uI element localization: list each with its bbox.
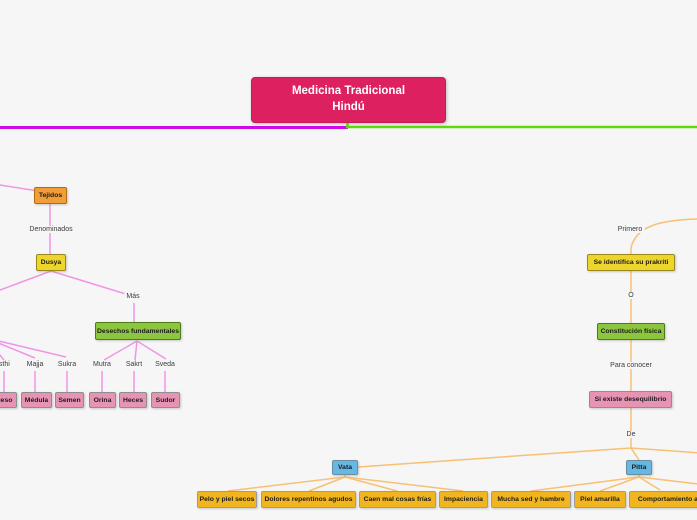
edge-label-denominados[interactable]: Denominados — [27, 226, 75, 233]
node-constitucion-fisica[interactable]: Constitución física — [597, 323, 665, 340]
node-comportamiento-agresivo[interactable]: Comportamiento agresivo — [629, 491, 697, 508]
edge-label-mas[interactable]: Más — [124, 293, 142, 300]
term-label-sakrt[interactable]: Sakrt — [123, 361, 145, 368]
term-label-sukra[interactable]: Sukra — [55, 361, 79, 368]
term-label-asthi[interactable]: Asthi — [0, 361, 12, 368]
edge-label-de[interactable]: De — [624, 431, 638, 438]
node-medula[interactable]: Médula — [21, 392, 52, 408]
node-dusya[interactable]: Dusya — [36, 254, 66, 271]
node-dolores-repentinos-agudos[interactable]: Dolores repentinos agudos — [261, 491, 356, 508]
node-pelo-y-piel-secos[interactable]: Pelo y piel secos — [197, 491, 257, 508]
root-title-line2: Hindú — [332, 101, 365, 113]
node-caen-mal-cosas-frias[interactable]: Caen mal cosas frías — [359, 491, 436, 508]
right-tree-lines — [227, 218, 697, 492]
node-desechos-fundamentales[interactable]: Desechos fundamentales — [95, 322, 181, 340]
node-vata[interactable]: Vata — [332, 460, 358, 475]
term-label-sveda[interactable]: Sveda — [153, 361, 177, 368]
root-title-line1: Medicina Tradicional — [291, 85, 406, 98]
node-sudor[interactable]: Sudor — [151, 392, 180, 408]
node-mucha-sed-y-hambre[interactable]: Mucha sed y hambre — [491, 491, 571, 508]
term-label-majja[interactable]: Majja — [24, 361, 46, 368]
node-tejidos[interactable]: Tejidos — [34, 187, 67, 204]
node-se-identifica-su-prakriti[interactable]: Se identifica su prakriti — [587, 254, 675, 271]
root-node-medicina-tradicional-hindu[interactable]: Medicina Tradicional Hindú — [251, 77, 446, 123]
term-label-mutra[interactable]: Mutra — [91, 361, 113, 368]
node-heces[interactable]: Heces — [119, 392, 147, 408]
node-hueso[interactable]: Hueso — [0, 392, 17, 408]
edge-label-para-conocer[interactable]: Para conocer — [608, 362, 654, 369]
node-piel-amarilla[interactable]: Piel amarilla — [574, 491, 626, 508]
node-orina[interactable]: Orina — [89, 392, 116, 408]
node-pitta[interactable]: Pitta — [626, 460, 652, 475]
node-semen[interactable]: Semen — [55, 392, 84, 408]
node-impaciencia[interactable]: Impaciencia — [439, 491, 488, 508]
node-si-existe-desequilibrio[interactable]: Si existe desequilibrio — [589, 391, 672, 408]
edge-label-primero[interactable]: Primero — [615, 226, 645, 233]
edge-label-o[interactable]: O — [626, 292, 636, 299]
